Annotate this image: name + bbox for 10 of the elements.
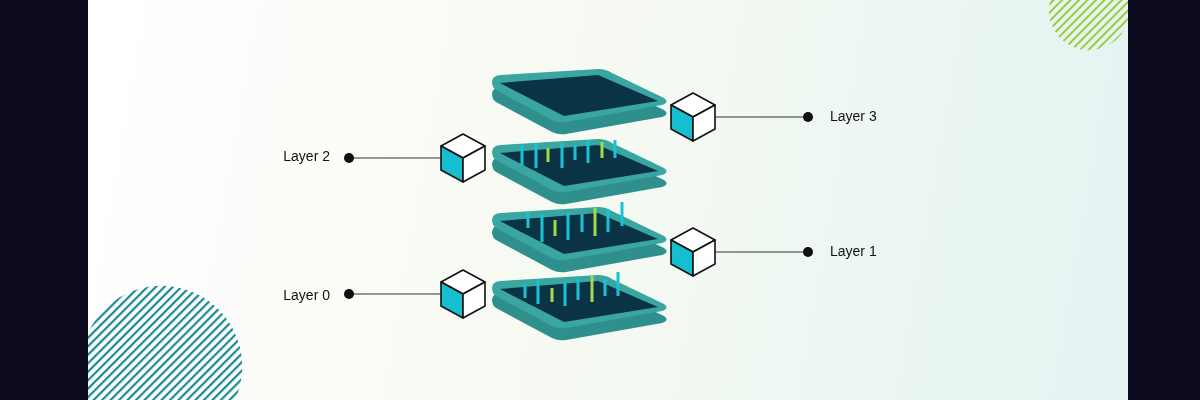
layer-label: Layer 1 — [830, 243, 877, 259]
cube-icon — [669, 226, 717, 278]
cube-icon — [669, 91, 717, 143]
leader-line — [344, 153, 442, 163]
layer-label: Layer 2 — [283, 148, 330, 164]
cube-icon — [439, 268, 487, 320]
leader-line — [344, 289, 442, 299]
layer-label: Layer 3 — [830, 108, 877, 124]
cube-icon — [439, 132, 487, 184]
layer-label: Layer 0 — [283, 287, 330, 303]
